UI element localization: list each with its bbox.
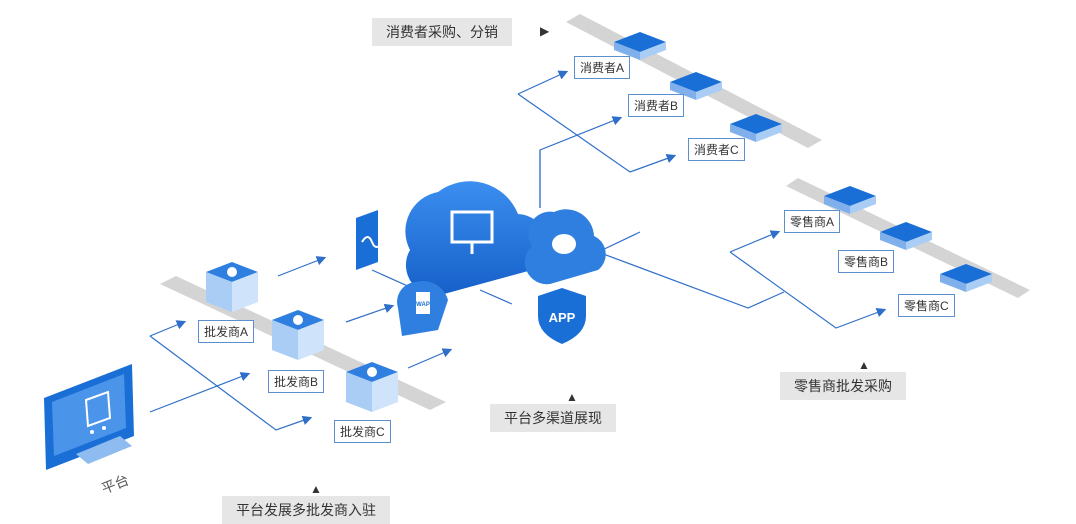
retailer-c-label: 零售商C — [898, 294, 955, 317]
wap-label: WAP — [416, 302, 430, 308]
mini-program-icon — [356, 210, 383, 270]
consumer-a-label: 消费者A — [574, 56, 631, 79]
consumer-a-icon — [614, 32, 666, 60]
consumer-b-label: 消费者B — [628, 94, 685, 117]
caption-retailer: 零售商批发采购 — [780, 372, 906, 400]
wholesaler-b-label: 批发商B — [268, 370, 325, 393]
retailer-b-label: 零售商B — [838, 250, 895, 273]
retailer-tiles — [824, 186, 992, 292]
caption-channels-arrow-icon: ▲ — [566, 390, 578, 404]
wechat-icon — [524, 209, 606, 285]
wholesaler-b-icon — [272, 310, 324, 360]
consumer-tiles — [614, 32, 782, 142]
app-shield-icon — [538, 288, 586, 344]
platform-monitor-icon — [44, 364, 134, 470]
cloud-monitor-icon — [405, 181, 548, 296]
wholesaler-cubes — [206, 262, 398, 412]
wap-icon — [397, 281, 448, 336]
consumer-c-label: 消费者C — [688, 138, 745, 161]
wholesaler-c-label: 批发商C — [334, 420, 391, 443]
retailer-a-label: 零售商A — [784, 210, 841, 233]
caption-consumer: 消费者采购、分销 — [372, 18, 512, 46]
caption-retailer-arrow-icon: ▲ — [858, 358, 870, 372]
platform-label: 平台 — [99, 471, 131, 496]
wholesaler-a-label: 批发商A — [198, 320, 255, 343]
wholesaler-a-icon — [206, 262, 258, 312]
consumer-b-icon — [670, 72, 722, 100]
caption-wholesaler-arrow-icon: ▲ — [310, 482, 322, 496]
retailer-c-icon — [940, 264, 992, 292]
caption-wholesaler: 平台发展多批发商入驻 — [222, 496, 390, 524]
wholesaler-c-icon — [346, 362, 398, 412]
consumer-c-icon — [730, 114, 782, 142]
caption-channels: 平台多渠道展现 — [490, 404, 616, 432]
retailer-a-icon — [824, 186, 876, 214]
caption-consumer-arrow-icon: ▶ — [540, 24, 550, 38]
app-label: APP — [549, 310, 576, 325]
channel-icons — [356, 181, 606, 344]
retailer-b-icon — [880, 222, 932, 250]
